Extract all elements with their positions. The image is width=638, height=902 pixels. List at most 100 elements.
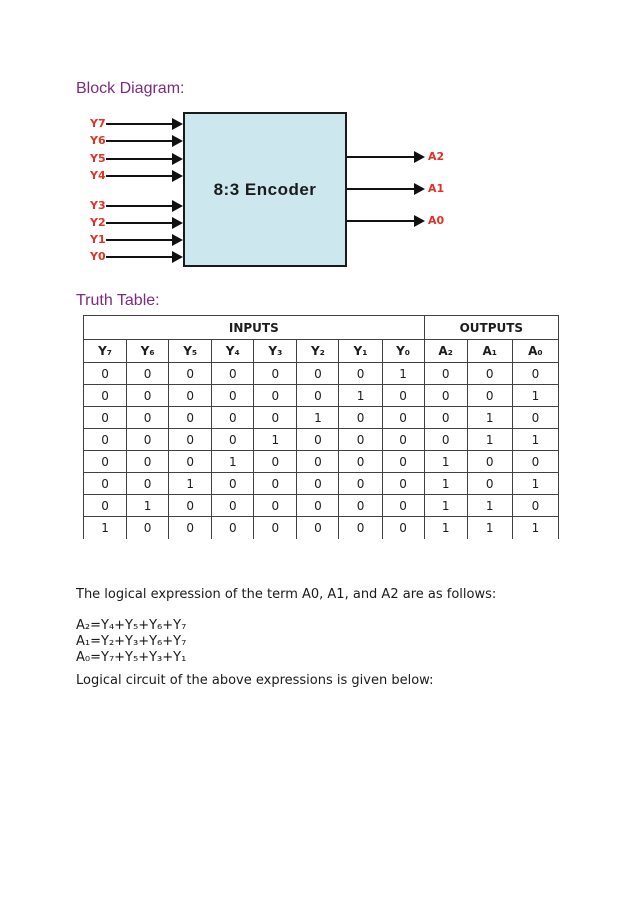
encoder-box-label: 8:3 Encoder (213, 179, 317, 199)
table-cell: 0 (82, 362, 128, 385)
table-cell: 1 (211, 450, 255, 473)
arrow-right-icon (172, 152, 183, 165)
table-cell: 0 (296, 516, 340, 539)
table-cell: 0 (82, 428, 128, 451)
table-cell: 0 (423, 384, 468, 407)
input-label-y5: Y5 (90, 152, 106, 165)
table-cell: 1 (82, 516, 128, 539)
table-cell: 0 (168, 494, 213, 517)
output-label-a2: A2 (428, 150, 445, 163)
table-cell: 1 (466, 516, 513, 539)
table-cell: 0 (296, 494, 340, 517)
table-cell: 0 (82, 384, 128, 407)
expressions-intro-text: The logical expression of the term A0, A… (76, 587, 497, 602)
col-header-y4: Y₄ (211, 339, 255, 363)
input-label-y7: Y7 (90, 117, 106, 130)
truth-table-heading: Truth Table: (76, 292, 160, 309)
table-column-header-row: Y₇ Y₆ Y₅ Y₄ Y₃ Y₂ Y₁ Y₀ A₂ A₁ A₀ (82, 339, 560, 363)
input-signal-y6: Y6 (0, 134, 638, 147)
table-cell: 0 (338, 450, 383, 473)
arrow-right-icon (172, 216, 183, 229)
signal-line (106, 221, 176, 224)
signal-line (347, 187, 417, 190)
input-label-y0: Y0 (90, 250, 106, 263)
input-signal-y7: Y7 (0, 117, 638, 130)
table-cell: 0 (211, 472, 255, 495)
table-cell: 1 (423, 450, 468, 473)
table-cell: 0 (126, 362, 170, 385)
table-cell: 0 (338, 406, 383, 429)
arrow-right-icon (414, 182, 425, 195)
table-cell: 0 (296, 384, 340, 407)
table-cell: 0 (253, 384, 298, 407)
table-cell: 0 (126, 428, 170, 451)
table-cell: 1 (338, 384, 383, 407)
input-signal-y2: Y2 (0, 216, 638, 229)
table-cell: 0 (253, 362, 298, 385)
encoder-box: 8:3 Encoder (183, 112, 347, 267)
table-cell: 0 (253, 516, 298, 539)
table-cell: 0 (511, 494, 560, 517)
table-cell: 1 (168, 472, 213, 495)
col-header-y7: Y₇ (82, 339, 128, 363)
table-cell: 0 (126, 406, 170, 429)
table-cell: 0 (126, 450, 170, 473)
table-cell: 0 (168, 428, 213, 451)
table-cell: 1 (511, 428, 560, 451)
table-cell: 1 (511, 516, 560, 539)
block-diagram-heading: Block Diagram: (76, 80, 185, 97)
input-signal-y5: Y5 (0, 152, 638, 165)
table-cell: 0 (296, 362, 340, 385)
table-cell: 0 (338, 516, 383, 539)
col-header-y3: Y₃ (253, 339, 298, 363)
table-cell: 0 (511, 406, 560, 429)
table-cell: 0 (423, 406, 468, 429)
col-header-y2: Y₂ (296, 339, 340, 363)
input-label-y6: Y6 (90, 134, 106, 147)
arrow-right-icon (172, 199, 183, 212)
table-cell: 0 (381, 428, 425, 451)
col-header-y6: Y₆ (126, 339, 170, 363)
input-label-y3: Y3 (90, 199, 106, 212)
table-cell: 0 (296, 428, 340, 451)
table-cell: 0 (381, 384, 425, 407)
input-label-y1: Y1 (90, 233, 106, 246)
table-cell: 0 (82, 472, 128, 495)
table-group-header-row: INPUTS OUTPUTS (83, 315, 560, 340)
table-cell: 0 (82, 406, 128, 429)
table-cell: 0 (466, 472, 513, 495)
col-header-a0: A₀ (511, 339, 560, 363)
table-cell: 0 (82, 494, 128, 517)
input-signal-y0: Y0 (0, 250, 638, 263)
table-cell: 0 (296, 450, 340, 473)
table-cell: 1 (381, 362, 425, 385)
signal-line (106, 139, 176, 142)
arrow-right-icon (172, 250, 183, 263)
table-cell: 0 (381, 516, 425, 539)
table-cell: 1 (423, 472, 468, 495)
table-cell: 0 (211, 428, 255, 451)
table-cell: 0 (511, 450, 560, 473)
inputs-group-header: INPUTS (83, 315, 425, 340)
input-signal-y3: Y3 (0, 199, 638, 212)
table-cell: 0 (253, 494, 298, 517)
table-cell: 0 (126, 516, 170, 539)
table-cell: 0 (126, 384, 170, 407)
table-cell: 0 (338, 362, 383, 385)
equation-a2: A₂=Y₄+Y₅+Y₆+Y₇ (76, 618, 187, 633)
signal-line (106, 238, 176, 241)
table-cell: 0 (168, 384, 213, 407)
table-cell: 0 (211, 494, 255, 517)
table-cell: 1 (253, 428, 298, 451)
table-cell: 0 (338, 472, 383, 495)
signal-line (106, 174, 176, 177)
input-label-y2: Y2 (90, 216, 106, 229)
table-cell: 0 (466, 384, 513, 407)
output-label-a0: A0 (428, 214, 445, 227)
